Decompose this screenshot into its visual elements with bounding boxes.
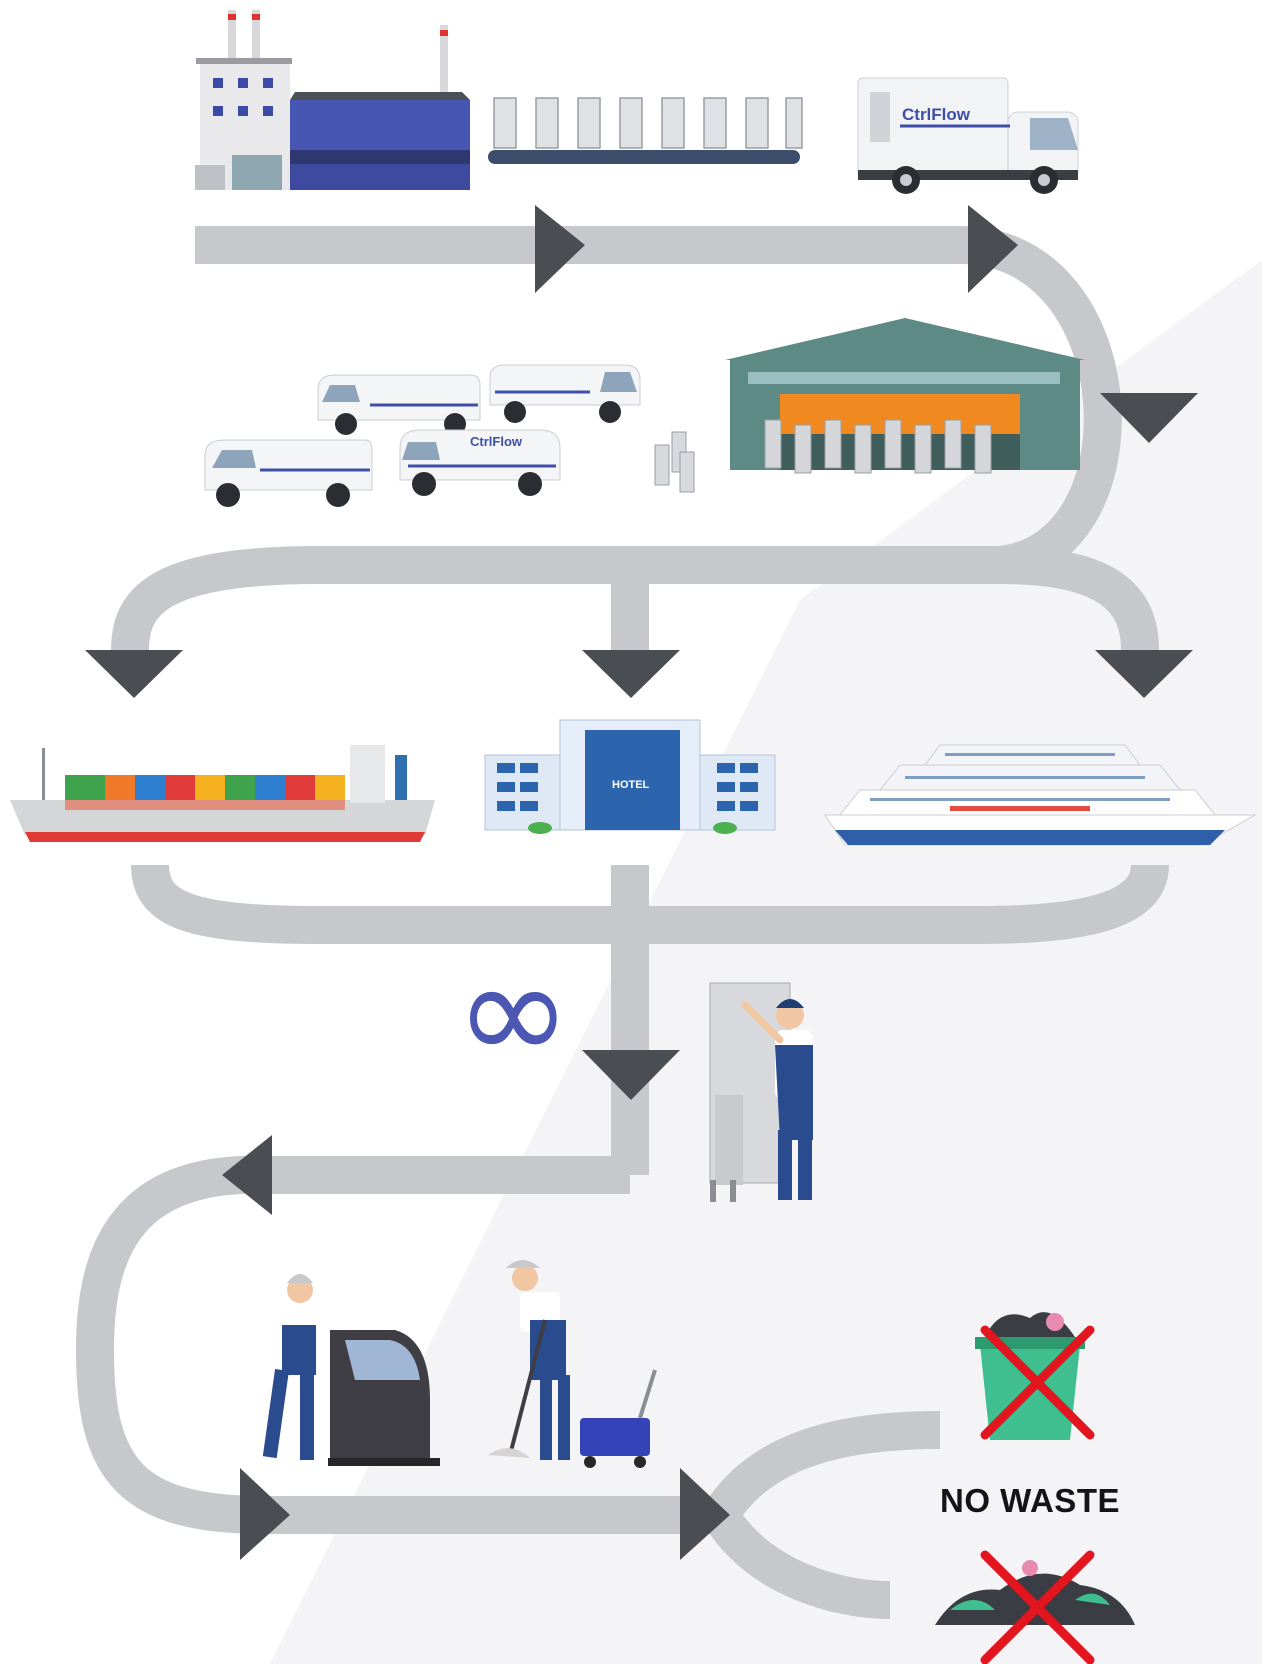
van-4: CtrlFlow xyxy=(399,429,561,496)
infinity-symbol: ∞ xyxy=(455,931,572,1094)
truck: CtrlFlow xyxy=(857,77,1079,194)
arrow-right-down xyxy=(1100,393,1198,443)
arrow-center-down xyxy=(582,1050,680,1100)
cross-red-icon-2 xyxy=(980,1550,1095,1664)
van-fleet: CtrlFlow xyxy=(204,364,695,507)
path-merge xyxy=(131,863,1169,944)
arrow-to-fork xyxy=(680,1468,730,1560)
container-ship xyxy=(10,745,435,842)
arrow-branch-left xyxy=(85,650,183,698)
truck-brand-text: CtrlFlow xyxy=(902,105,971,124)
arrow-row1-b xyxy=(968,205,1018,293)
flow-paths xyxy=(75,226,1169,1619)
path-fork-top xyxy=(703,1411,941,1526)
arrow-row1-a xyxy=(535,205,585,293)
arrow-branch-right xyxy=(1095,650,1193,698)
waste-pile-crossed xyxy=(935,1550,1135,1664)
no-waste-label: NO WASTE xyxy=(939,1482,1120,1519)
arrow-loop-bottom xyxy=(240,1468,290,1560)
arrow-return-left xyxy=(222,1135,272,1215)
van-2 xyxy=(489,364,641,423)
path-fork-bottom xyxy=(703,1504,891,1619)
warehouse xyxy=(725,318,1085,474)
hotel-sign: HOTEL xyxy=(612,779,650,791)
path-branch-right xyxy=(999,546,1159,651)
repair-technician xyxy=(709,982,813,1202)
waste-bin-crossed xyxy=(975,1312,1095,1440)
arrowheads xyxy=(85,205,1198,1560)
conveyor xyxy=(488,97,803,164)
van-1 xyxy=(317,374,481,435)
van-brand-text: CtrlFlow xyxy=(470,434,523,449)
cleaning-worker-scrubber xyxy=(262,1274,440,1466)
hotel: HOTEL xyxy=(484,719,776,834)
arrow-branch-center xyxy=(582,650,680,698)
factory xyxy=(195,10,470,190)
path-loop-left xyxy=(75,1155,720,1534)
cross-red-icon-1 xyxy=(980,1325,1095,1440)
background-shade xyxy=(270,260,1262,1664)
cruise-ship xyxy=(824,744,1257,846)
van-3 xyxy=(204,439,373,507)
cleaning-worker-mop xyxy=(488,1260,657,1468)
